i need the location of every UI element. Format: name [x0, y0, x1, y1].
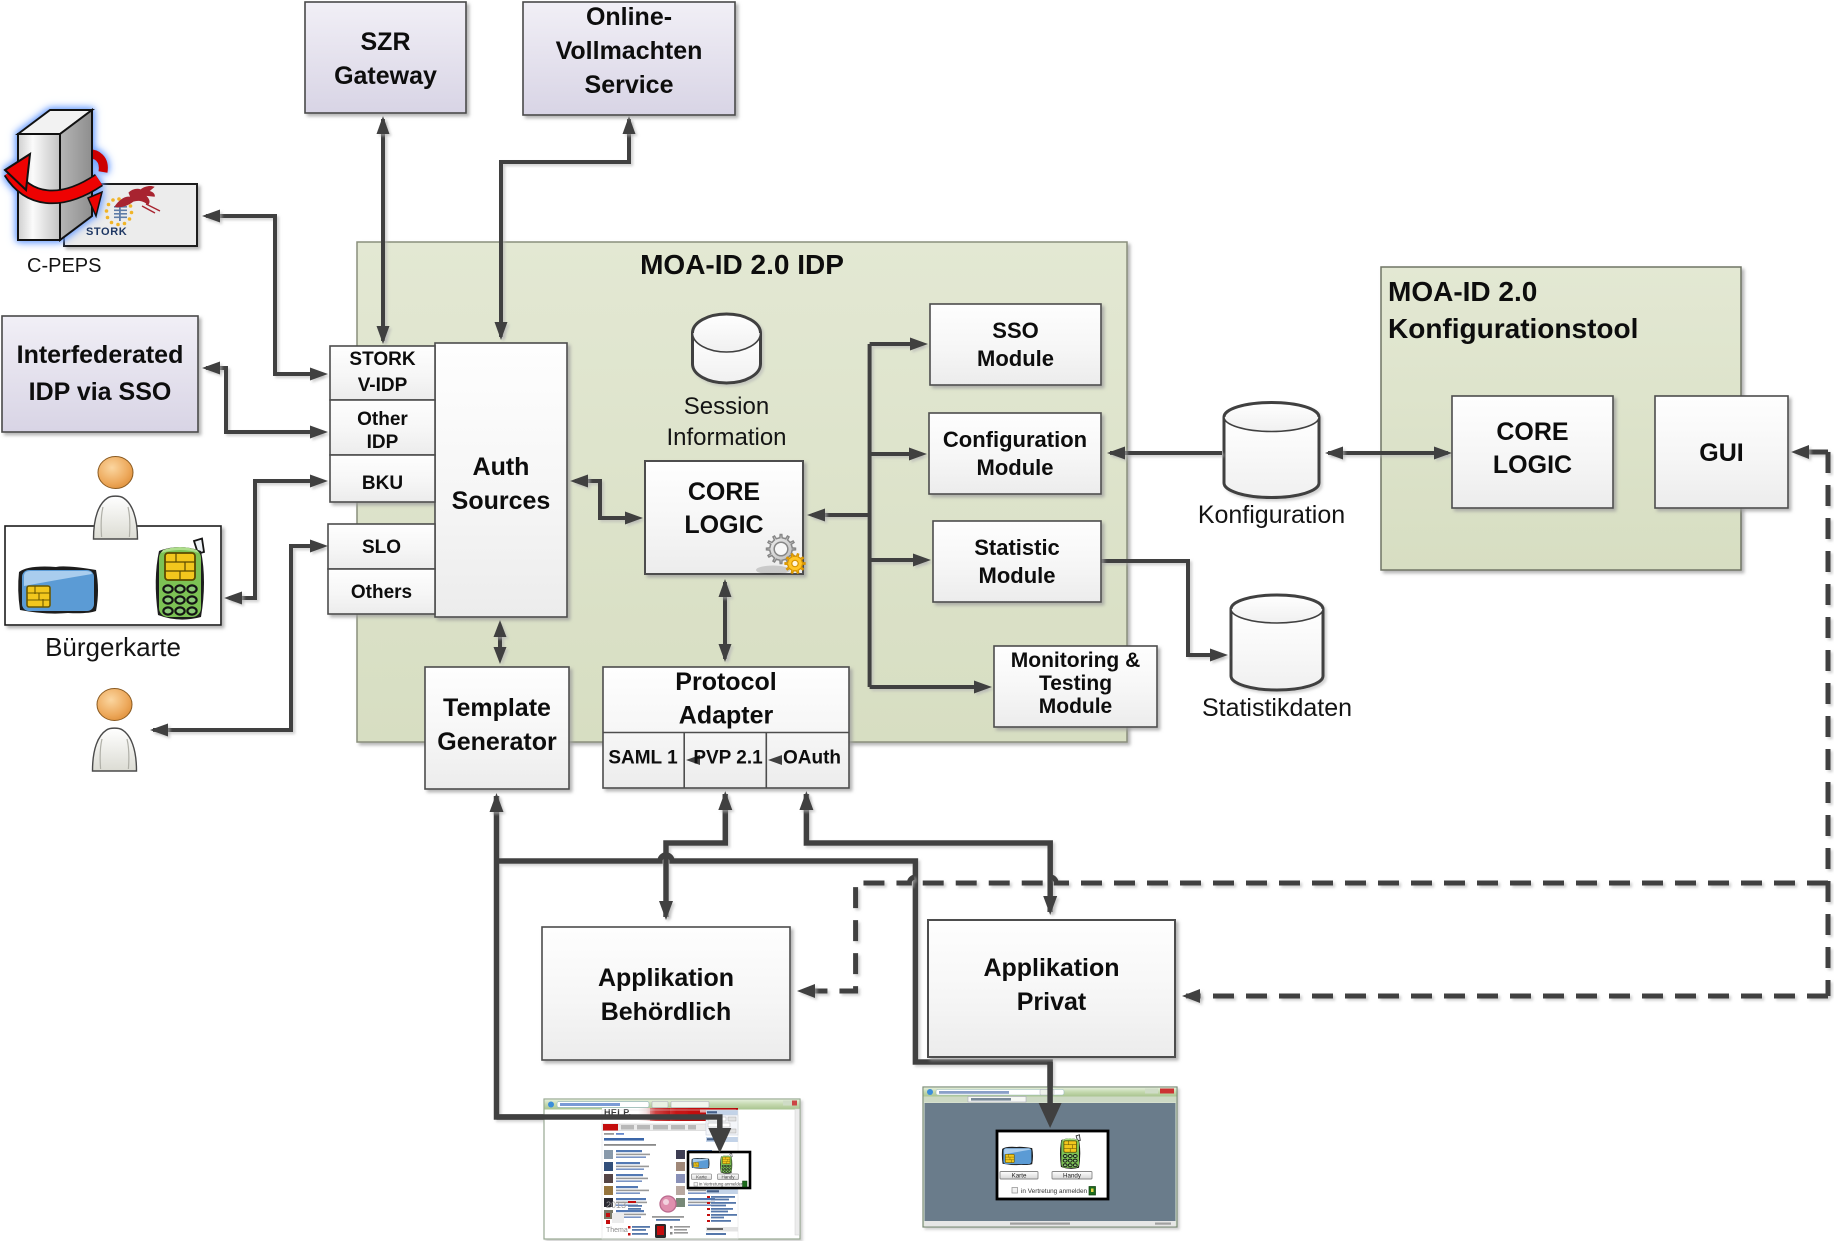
- svg-text:Privat: Privat: [1017, 988, 1087, 1016]
- svg-text:STORK: STORK: [349, 349, 415, 370]
- svg-text:Karte: Karte: [696, 1174, 707, 1179]
- svg-text:STORK: STORK: [86, 226, 127, 238]
- svg-text:Generator: Generator: [437, 728, 557, 756]
- svg-text:Template: Template: [443, 694, 551, 722]
- svg-text:Information: Information: [666, 424, 786, 451]
- svg-text:Vollmachten: Vollmachten: [556, 37, 703, 65]
- svg-text:in Vertretung anmelden: in Vertretung anmelden: [1021, 1188, 1088, 1195]
- svg-text:C-PEPS: C-PEPS: [27, 255, 101, 277]
- svg-text:CORE: CORE: [688, 478, 760, 506]
- svg-text:SLO: SLO: [362, 537, 401, 558]
- svg-text:Behördlich: Behördlich: [601, 998, 732, 1026]
- svg-text:Monitoring &: Monitoring &: [1011, 649, 1140, 672]
- svg-text:IDP via SSO: IDP via SSO: [29, 378, 172, 406]
- svg-text:Others: Others: [351, 582, 412, 603]
- svg-text:LOGIC: LOGIC: [1493, 451, 1572, 479]
- svg-text:Gateway: Gateway: [334, 62, 437, 90]
- svg-text:CORE: CORE: [1496, 418, 1568, 446]
- svg-text:Configuration: Configuration: [943, 427, 1087, 452]
- svg-text:Protocol: Protocol: [675, 668, 776, 696]
- svg-text:BKU: BKU: [362, 473, 403, 494]
- svg-text:Karte: Karte: [1012, 1172, 1027, 1179]
- svg-text:Konfiguration: Konfiguration: [1198, 501, 1345, 529]
- svg-text:Module: Module: [979, 563, 1056, 588]
- svg-text:Service: Service: [585, 71, 674, 99]
- svg-text:SAML 1: SAML 1: [608, 748, 678, 769]
- svg-text:Online-: Online-: [586, 3, 672, 31]
- svg-text:OAuth: OAuth: [783, 748, 841, 769]
- svg-text:Module: Module: [977, 455, 1054, 480]
- svg-text:Applikation: Applikation: [598, 964, 734, 992]
- svg-text:SSO: SSO: [992, 318, 1038, 343]
- svg-text:Other: Other: [357, 409, 408, 430]
- svg-text:Auth: Auth: [473, 453, 530, 481]
- svg-text:LOGIC: LOGIC: [684, 511, 763, 539]
- svg-text:MOA-ID 2.0 IDP: MOA-ID 2.0 IDP: [640, 249, 844, 280]
- svg-text:V-IDP: V-IDP: [358, 375, 408, 396]
- svg-text:Session: Session: [684, 393, 769, 420]
- svg-text:Module: Module: [1039, 695, 1113, 718]
- svg-text:Applikation: Applikation: [983, 954, 1119, 982]
- svg-text:Sources: Sources: [452, 487, 551, 515]
- svg-text:Bürgerkarte: Bürgerkarte: [45, 632, 181, 662]
- svg-text:Handy: Handy: [721, 1174, 735, 1179]
- svg-text:Adapter: Adapter: [679, 702, 774, 730]
- svg-text:Interfederated: Interfederated: [17, 341, 184, 369]
- svg-text:in Vertretung anmelden: in Vertretung anmelden: [699, 1182, 744, 1187]
- svg-text:Module: Module: [977, 346, 1054, 371]
- svg-text:Statistic: Statistic: [974, 535, 1060, 560]
- svg-text:IDP: IDP: [367, 432, 399, 453]
- svg-text:MOA-ID 2.0: MOA-ID 2.0: [1388, 276, 1537, 307]
- svg-text:GUI: GUI: [1699, 439, 1743, 467]
- svg-text:SZR: SZR: [361, 28, 411, 56]
- svg-text:Handy: Handy: [1063, 1172, 1082, 1179]
- svg-text:Konfigurationstool: Konfigurationstool: [1388, 313, 1638, 344]
- svg-text:PVP 2.1: PVP 2.1: [693, 748, 763, 769]
- svg-text:2013: 2013: [606, 1200, 626, 1210]
- svg-text:HELP.: HELP.: [604, 1108, 631, 1118]
- svg-text:Testing: Testing: [1039, 672, 1112, 695]
- svg-text:Statistikdaten: Statistikdaten: [1202, 694, 1352, 722]
- svg-text:Thema: Thema: [606, 1227, 628, 1234]
